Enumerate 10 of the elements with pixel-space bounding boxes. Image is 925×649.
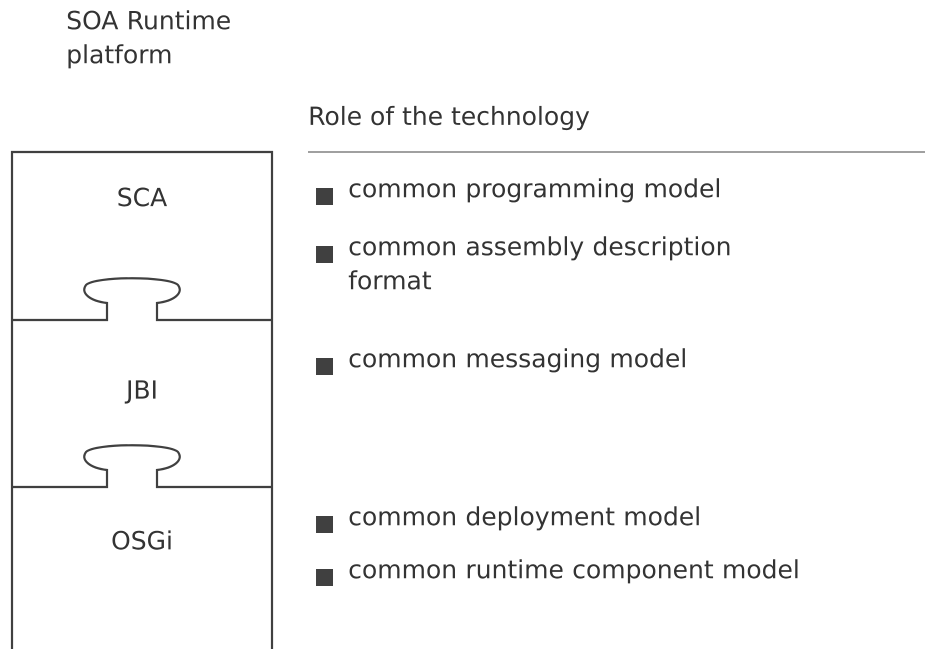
bullet-text: common programming model [350,178,719,202]
puzzle-piece: JBI [10,277,274,487]
bullet-text: common runtime component model [350,559,798,584]
bullet-text: common messaging model [350,348,685,372]
bullet-text: common deployment model [350,506,699,530]
column-heading: Role of the technology [310,106,590,130]
title: SOA Runtime platform [68,10,230,68]
puzzle-piece: OSGi [10,444,274,649]
bullet-text: common assembly description format [348,236,730,290]
puzzle-piece: SCA [10,150,274,320]
